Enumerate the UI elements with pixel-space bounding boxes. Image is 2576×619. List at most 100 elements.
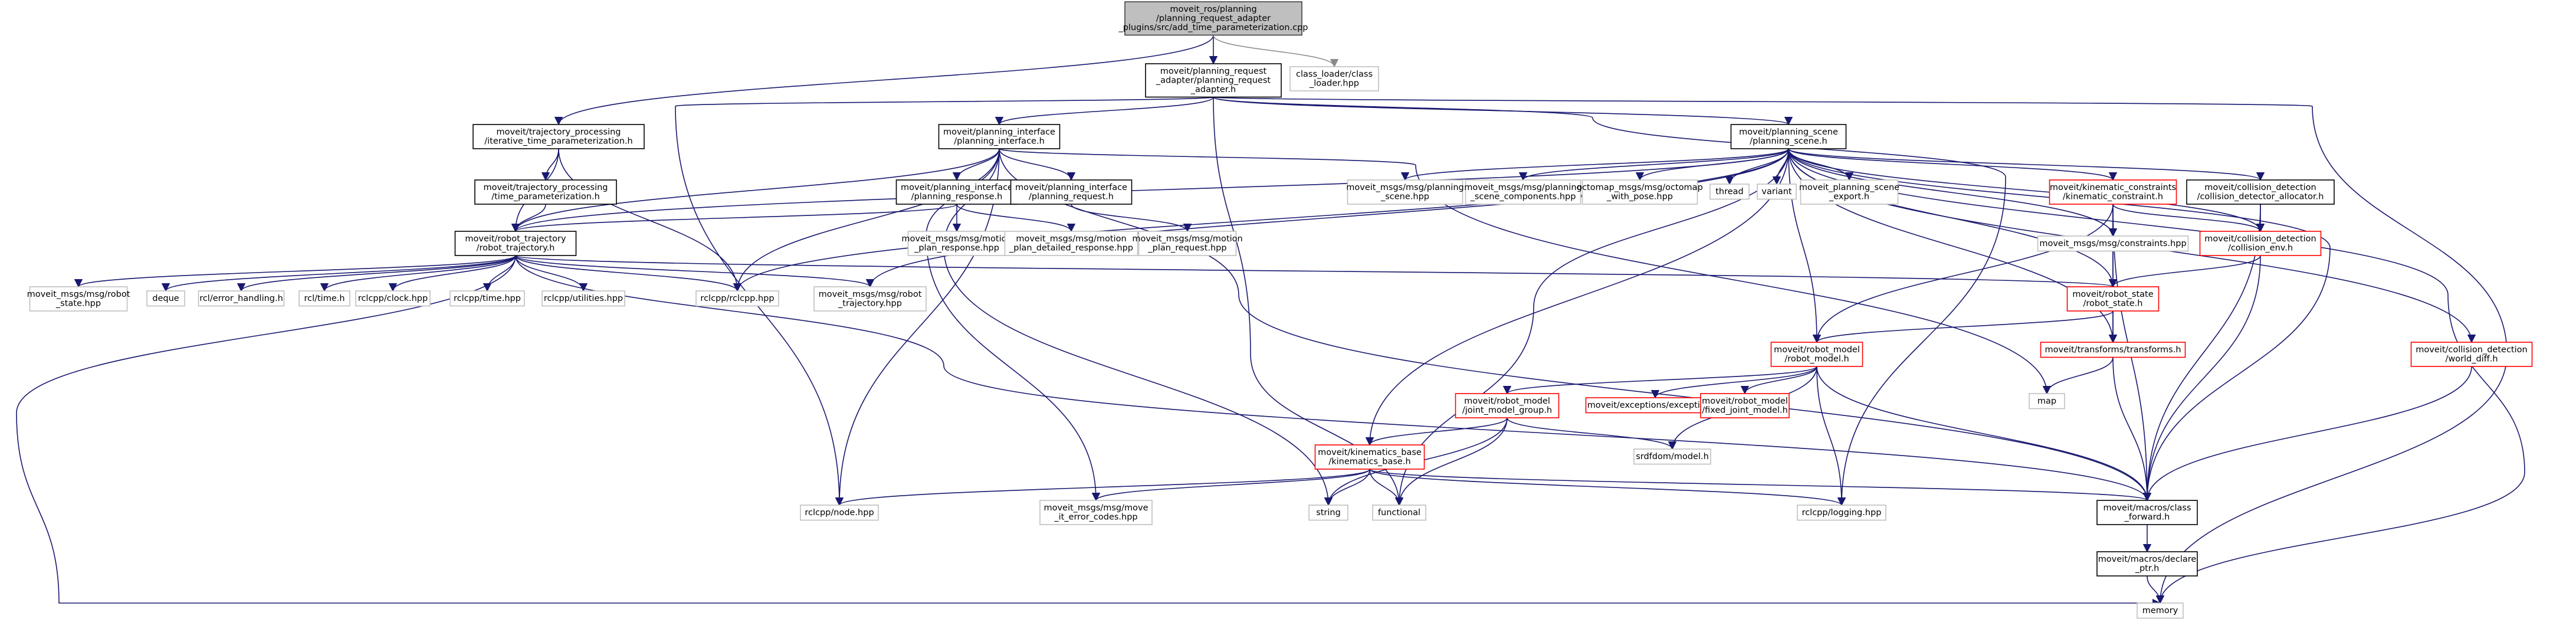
node-label-line: _ptr.h [2135, 564, 2160, 574]
include-edge-pi-to-rt [511, 148, 1000, 232]
include-edge-ps-to-rm [1788, 148, 1822, 343]
node-box [472, 124, 645, 149]
node-label-line: moveit_planning_scene [1799, 183, 1899, 192]
node-box [2049, 179, 2177, 205]
graph-node-thread: thread [1709, 184, 1750, 200]
graph-node-ps[interactable]: moveit/planning_scene/planning_scene.h [1730, 124, 1847, 149]
node-box [2199, 231, 2322, 256]
graph-node-rclcpp_util: rclcpp/utilities.hpp [542, 290, 625, 307]
node-label-line: rclcpp/clock.hpp [358, 294, 428, 303]
node-box [1289, 66, 1379, 91]
graph-node-itp[interactable]: moveit/trajectory_processing/iterative_t… [472, 124, 645, 149]
graph-node-msg_mpreq: moveit_msgs/msg/motion_plan_request.hpp [1132, 231, 1243, 256]
graph-node-rclcpp_clock: rclcpp/clock.hpp [355, 290, 431, 307]
graph-node-declare_ptr[interactable]: moveit/macros/declare_ptr.h [2096, 551, 2198, 577]
include-edge-ps-to-kc [1788, 148, 2117, 181]
node-box [542, 290, 625, 307]
graph-node-deque: deque [146, 290, 185, 307]
graph-node-rm[interactable]: moveit/robot_model/robot_model.h [1770, 342, 1863, 367]
node-box [1010, 179, 1133, 205]
graph-node-fjm[interactable]: moveit/robot_model/fixed_joint_model.h [1700, 393, 1790, 418]
node-label-line: rclcpp/utilities.hpp [544, 294, 623, 303]
node-label-line: moveit_msgs/msg/motion [1132, 234, 1242, 244]
node-label-line: moveit/robot_model [1774, 345, 1860, 355]
node-box [2066, 286, 2160, 312]
node-box [1124, 1, 1302, 36]
include-edge-rt-to-memory [16, 255, 2161, 608]
graph-node-root[interactable]: moveit_ros/planning/planning_request_ada… [1118, 1, 1308, 36]
graph-node-jmg[interactable]: moveit/robot_model/joint_model_group.h [1455, 393, 1560, 418]
node-label-line: _plugins/src/add_time_parameterization.c… [1118, 23, 1308, 32]
graph-node-presp[interactable]: moveit/planning_interface/planning_respo… [895, 179, 1018, 205]
include-edge-itp-to-tp [541, 148, 559, 181]
node-label-line: moveit/kinematics_base [1318, 448, 1422, 457]
node-label-line: moveit/collision_detection [2416, 345, 2527, 355]
node-label-line: moveit/robot_trajectory [465, 234, 566, 244]
graph-node-pra[interactable]: moveit/planning_request_adapter/planning… [1145, 63, 1282, 98]
node-box [1145, 63, 1282, 98]
graph-node-wd[interactable]: moveit/collision_detection/world_diff.h [2410, 342, 2533, 367]
node-box [1700, 393, 1790, 418]
node-label-line: moveit_msgs/msg/motion [901, 234, 1012, 244]
node-box [1039, 500, 1153, 525]
node-label-line: /world_diff.h [2445, 355, 2498, 364]
graph-node-rt[interactable]: moveit/robot_trajectory/robot_trajectory… [454, 231, 577, 256]
include-edge-rs-to-rm [1813, 310, 2114, 343]
graph-node-cf[interactable]: moveit/macros/class_forward.h [2096, 500, 2198, 525]
include-edge-root-to-itp [554, 35, 1214, 126]
graph-node-preq[interactable]: moveit/planning_interface/planning_reque… [1010, 179, 1133, 205]
graph-node-cda[interactable]: moveit/collision_detection/collision_det… [2186, 179, 2335, 205]
include-edge-rm-to-jmg [1503, 366, 1817, 395]
include-edge-rt-to-msg_rs [74, 255, 516, 288]
include-edge-presp-to-rt [511, 204, 957, 232]
include-edge-rm-to-fjm [1740, 366, 1817, 395]
include-edge-ps-to-cda [1788, 148, 2265, 181]
node-label-line: _scene.hpp [1380, 192, 1429, 202]
node-label-line: /joint_model_group.h [1462, 406, 1552, 415]
node-box [2029, 393, 2065, 410]
node-box [1455, 393, 1560, 418]
include-edge-ce-to-rs [2108, 255, 2261, 288]
node-box [1797, 505, 1886, 521]
graph-node-kb[interactable]: moveit/kinematics_base/kinematics_base.h [1314, 444, 1425, 470]
node-box [1314, 444, 1425, 470]
include-edge-ps-to-msg_psc [1519, 148, 1789, 181]
include-edge-itp-to-rclcpp [558, 148, 742, 292]
graph-node-msg_mec: moveit_msgs/msg/move_it_error_codes.hpp [1039, 500, 1153, 525]
graph-node-pi[interactable]: moveit/planning_interface/planning_inter… [938, 124, 1061, 149]
graph-node-map: map [2029, 393, 2065, 410]
include-edge-rt-to-msg_rtraj [515, 255, 874, 288]
node-label-line: moveit/kinematic_constraints [2050, 183, 2176, 192]
graph-node-ce[interactable]: moveit/collision_detection/collision_env… [2199, 231, 2322, 256]
node-label-line: _with_pose.hpp [1606, 192, 1673, 202]
node-label-line: moveit/exceptions/exceptions.h [1587, 401, 1724, 410]
include-edge-pra-to-rclcpp_node [675, 96, 1214, 506]
include-edge-ps-to-cf [1788, 148, 2331, 502]
include-edge-preq-to-msg_mpreq [1071, 204, 1192, 232]
node-label-line: /planning_scene.h [1750, 137, 1827, 146]
node-label-line: deque [152, 294, 179, 303]
graph-node-rclcpp: rclcpp/rclcpp.hpp [695, 290, 779, 307]
node-label-line: _plan_detailed_response.hpp [1009, 244, 1133, 253]
node-label-line: /collision_env.h [2228, 244, 2293, 253]
node-label-line: moveit_msgs/msg/constraints.hpp [2039, 239, 2186, 248]
graph-node-rs[interactable]: moveit/robot_state/robot_state.h [2066, 286, 2160, 312]
graph-node-transforms[interactable]: moveit/transforms/transforms.h [2040, 342, 2186, 358]
include-edge-kb-to-functional [1369, 469, 1404, 506]
graph-node-msg_rtraj: moveit_msgs/msg/robot_trajectory.hpp [813, 286, 927, 312]
node-label-line: rclcpp/rclcpp.hpp [700, 294, 774, 303]
graph-node-msg_psc: moveit_msgs/msg/planning_scene_component… [1464, 179, 1582, 205]
node-box [2096, 500, 2198, 525]
node-label-line: moveit/trajectory_processing [483, 183, 608, 192]
graph-node-kc[interactable]: moveit/kinematic_constraints/kinematic_c… [2049, 179, 2177, 205]
node-label-line: srdfdom/model.h [1636, 452, 1709, 461]
include-edge-rm-to-cf [1816, 366, 2152, 502]
graph-node-msg_constraints: moveit_msgs/msg/constraints.hpp [2037, 235, 2189, 252]
graph-node-tp[interactable]: moveit/trajectory_processing/time_parame… [474, 179, 617, 205]
node-box [1709, 184, 1750, 200]
node-box [1581, 179, 1698, 205]
node-box [449, 290, 525, 307]
node-label-line: moveit_msgs/msg/robot [27, 290, 130, 299]
node-label-line: moveit/robot_model [1464, 397, 1550, 406]
